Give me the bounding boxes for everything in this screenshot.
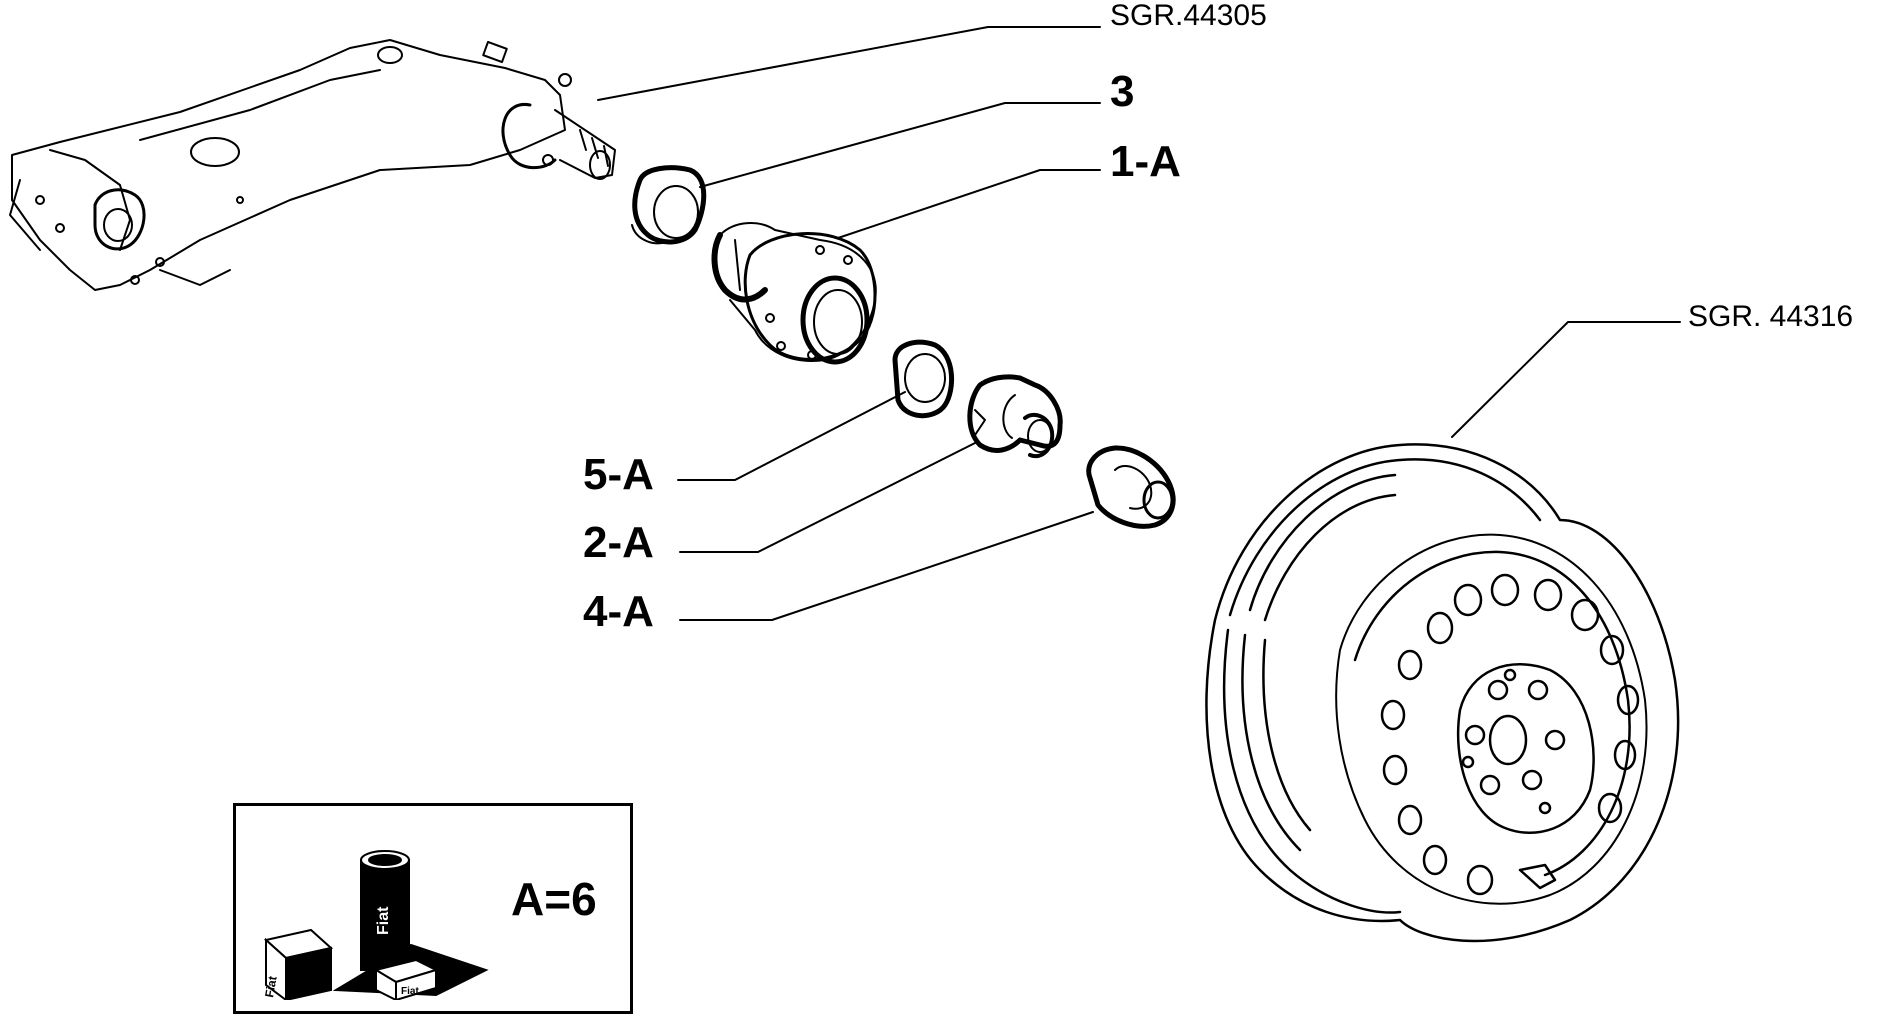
tube-brand-text: Fiat: [375, 906, 392, 935]
axle-nut-2a: [967, 374, 1063, 459]
wheel-hub-1a: [711, 222, 877, 365]
reference-label-wheel: SGR. 44316: [1688, 300, 1854, 333]
reference-label-top: SGR.44305: [1110, 0, 1267, 32]
box-brand-text-left: Fiat: [262, 975, 279, 998]
part-label-1a: 1-A: [1110, 137, 1181, 186]
hub-cap-4a: [1086, 445, 1176, 529]
steel-wheel: [1205, 443, 1680, 943]
suspension-arm: [9, 39, 616, 291]
kit-quantity-box: Fiat Fiat Fiat A=6: [233, 803, 633, 1014]
part-label-4a: 4-A: [583, 587, 654, 636]
part-label-5a: 5-A: [583, 450, 654, 499]
kit-quantity-label: A=6: [511, 873, 597, 925]
part-label-3: 3: [1110, 67, 1135, 116]
leader-lines: [597, 26, 1681, 621]
fiat-parts-kit-icon: Fiat Fiat Fiat: [262, 850, 489, 1000]
part-label-2a: 2-A: [583, 518, 654, 567]
bearing-ring-3: [631, 165, 707, 245]
bearing-ring-5a: [892, 339, 955, 419]
box-brand-text-front: Fiat: [401, 986, 419, 997]
